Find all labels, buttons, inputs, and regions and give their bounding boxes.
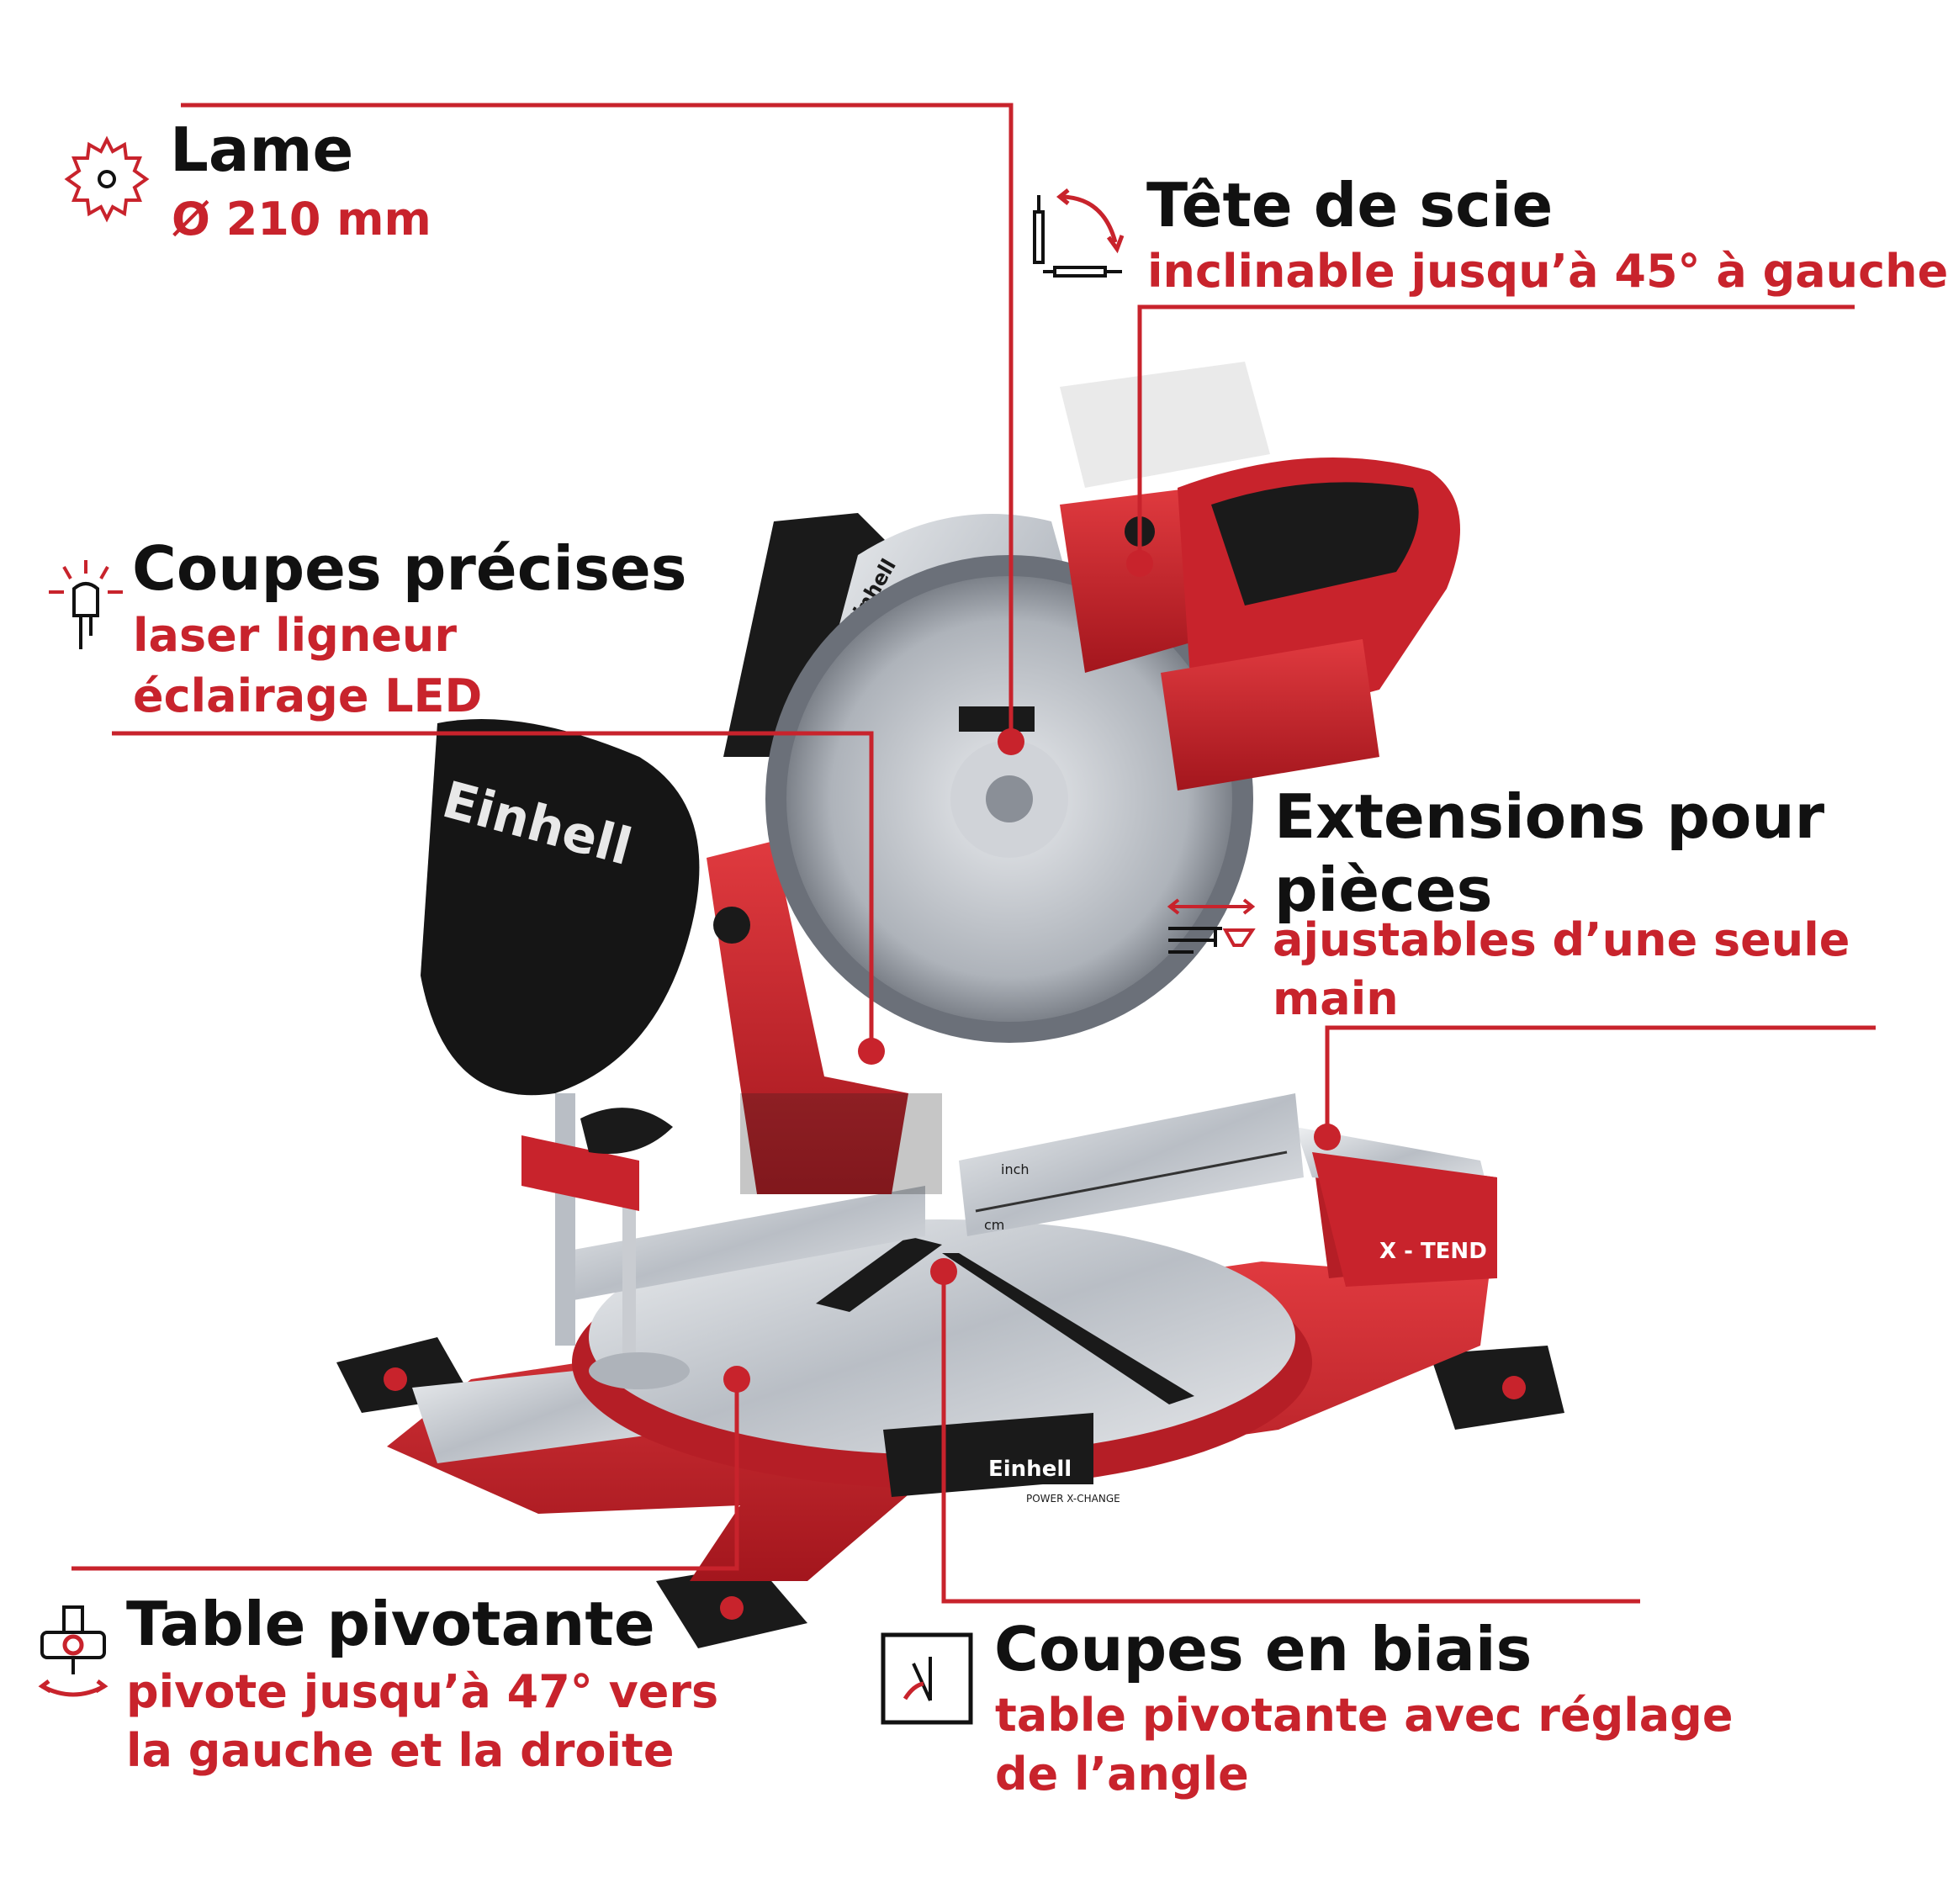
callout-dot-precise-cuts — [858, 1038, 885, 1065]
base-badge: Einhell POWER X-CHANGE — [976, 1451, 1120, 1505]
ruler-unit-cm: cm — [984, 1217, 1004, 1233]
blade-title: Lame — [170, 114, 354, 185]
base-logo: Einhell — [988, 1457, 1072, 1482]
bevel-tilt-icon — [1033, 188, 1125, 278]
precise-cuts-detail-1: laser ligneur — [133, 609, 457, 662]
precise-cuts-title: Coupes précises — [132, 533, 687, 604]
motor-housing — [1060, 457, 1460, 791]
extensions-title-1: Extensions pour — [1274, 781, 1825, 852]
extensions-detail-1: ajustables d’une seule — [1273, 913, 1850, 966]
extension-label: X - TEND — [1379, 1239, 1487, 1264]
saw-head-title: Tête de scie — [1146, 170, 1554, 241]
fence-ruler: inch cm — [984, 1161, 1030, 1233]
extension-icon — [1167, 898, 1256, 954]
saw-head-detail: inclinable jusqu’à 45° à gauche — [1147, 245, 1948, 298]
callout-dots — [723, 550, 1341, 1393]
saw-blade — [765, 555, 1253, 1043]
extensions-title-2: pièces — [1274, 854, 1493, 925]
saw-blade-icon — [64, 135, 150, 223]
callout-dot-saw-head — [1126, 550, 1153, 577]
callout-line-blade — [181, 103, 1014, 742]
callout-dot-extensions — [1314, 1124, 1341, 1150]
turntable-title: Table pivotante — [126, 1589, 655, 1659]
rotate-table-icon — [38, 1605, 109, 1697]
callout-dot-mitre-cuts — [930, 1258, 957, 1285]
workpiece-clamp — [521, 1093, 690, 1389]
callout-line-saw-head — [1137, 304, 1855, 563]
precise-cuts-detail-2: éclairage LED — [133, 669, 483, 722]
extensions-detail-2: main — [1273, 972, 1399, 1025]
mitre-cuts-detail-2: de l’angle — [995, 1748, 1249, 1801]
turntable-detail-2: la gauche et la droite — [126, 1724, 675, 1777]
dust-bag: Einhell — [421, 719, 700, 1096]
base-feet — [336, 1337, 1564, 1648]
angle-cut-icon — [881, 1632, 973, 1725]
callout-line-turntable — [71, 1388, 739, 1571]
blade-detail: Ø 210 mm — [172, 193, 431, 246]
rear-handle — [723, 362, 1270, 757]
ruler-unit-inch: inch — [1001, 1161, 1030, 1177]
mitre-cuts-detail-1: table pivotante avec réglage — [995, 1689, 1734, 1742]
callout-line-extensions — [1325, 1025, 1876, 1137]
extension-block: X - TEND — [1312, 1152, 1497, 1287]
laser-led-icon — [49, 560, 123, 649]
callout-line-mitre-cuts — [941, 1274, 1640, 1604]
callout-dot-turntable — [723, 1366, 750, 1393]
product-illustration: Einhell Einhell X - TEND inch — [71, 103, 1876, 1648]
base-series: POWER X-CHANGE — [1026, 1493, 1120, 1505]
mitre-cuts-title: Coupes en biais — [994, 1614, 1532, 1685]
saw-arm — [707, 841, 942, 1194]
turntable-detail-1: pivote jusqu’à 47° vers — [126, 1665, 719, 1718]
fence — [555, 1093, 1304, 1304]
callout-line-precise-cuts — [112, 731, 874, 1043]
callout-dot-blade — [998, 728, 1024, 755]
callout-lines — [71, 103, 1876, 1604]
